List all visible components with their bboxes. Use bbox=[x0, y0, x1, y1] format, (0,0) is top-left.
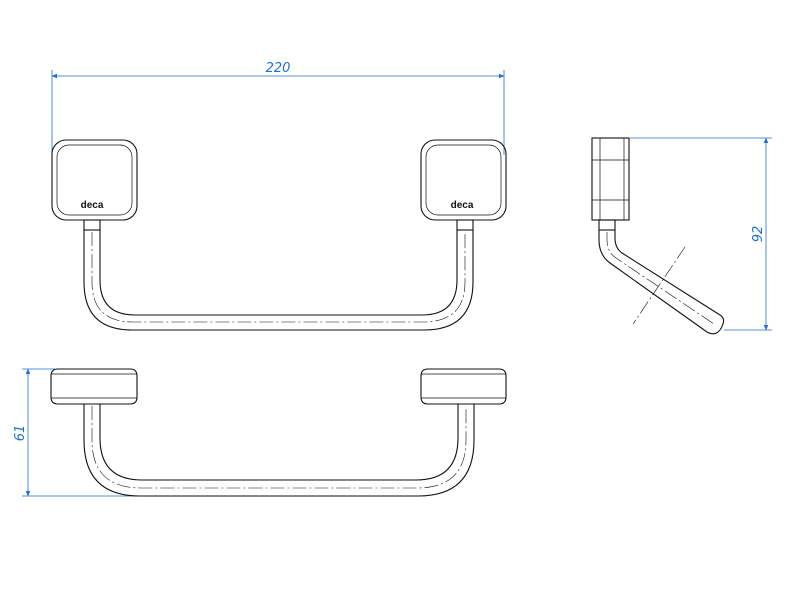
side-stem bbox=[598, 219, 616, 231]
left-mount: deca bbox=[51, 139, 138, 221]
front-bar bbox=[83, 230, 474, 331]
top-bar bbox=[83, 404, 475, 497]
side-flange bbox=[591, 137, 630, 221]
top-right-mount bbox=[420, 368, 507, 405]
top-view: 61 bbox=[13, 368, 507, 497]
top-left-mount bbox=[50, 368, 138, 405]
height-dimension: 92 bbox=[630, 137, 772, 331]
section-line bbox=[632, 246, 686, 325]
width-dimension-label: 220 bbox=[266, 61, 291, 76]
side-arm bbox=[598, 230, 725, 335]
width-dimension: 220 bbox=[51, 61, 505, 155]
right-mount: deca bbox=[420, 139, 507, 221]
depth-dimension-label: 61 bbox=[13, 425, 28, 442]
height-dimension-label: 92 bbox=[751, 226, 766, 243]
front-view: 220 deca deca bbox=[51, 61, 507, 331]
side-view: 92 bbox=[591, 137, 772, 335]
depth-dimension: 61 bbox=[13, 368, 150, 497]
brand-logo-left: deca bbox=[81, 200, 104, 211]
front-stems bbox=[83, 219, 474, 231]
brand-logo-right: deca bbox=[451, 200, 474, 211]
